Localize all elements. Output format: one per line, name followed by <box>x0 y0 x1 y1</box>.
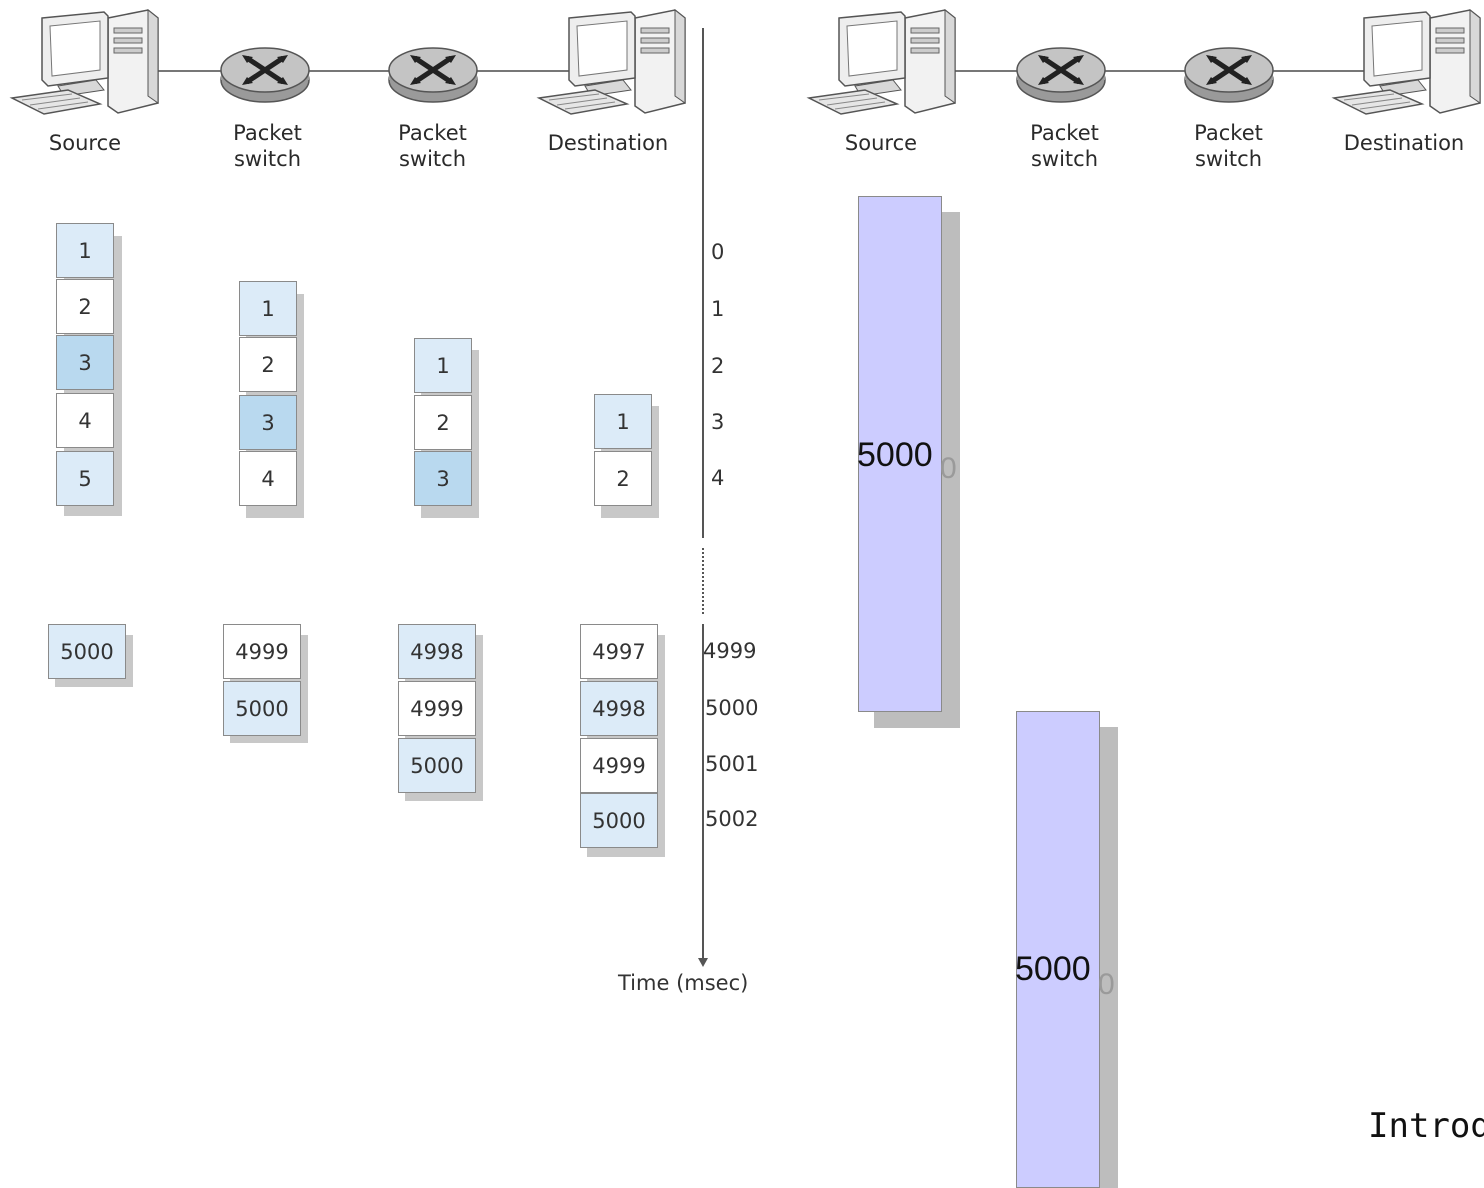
packet: 5000 <box>48 624 126 679</box>
time-tick: 3 <box>711 410 725 434</box>
packet: 4999 <box>580 738 658 793</box>
packet: 4999 <box>398 681 476 736</box>
message-size-label: 5000 <box>1015 950 1091 988</box>
packet: 2 <box>594 451 652 506</box>
packet: 1 <box>594 394 652 449</box>
time-tick: 2 <box>711 354 725 378</box>
time-tick: 4999 <box>703 639 757 663</box>
time-tick: 5000 <box>705 696 759 720</box>
ghost-digit: 0 <box>940 452 957 485</box>
time-tick: 4 <box>711 466 725 490</box>
router-icon <box>388 42 480 106</box>
computer-icon <box>808 9 956 115</box>
packet: 1 <box>56 223 114 278</box>
computer-icon <box>11 9 159 115</box>
time-axis <box>702 28 704 538</box>
time-tick: 0 <box>711 240 725 264</box>
message-block-source <box>858 196 942 712</box>
node-label-destination: Destination <box>1343 131 1465 155</box>
packet: 5 <box>56 451 114 506</box>
packet: 2 <box>414 395 472 450</box>
link-line <box>950 70 1390 72</box>
packet: 4 <box>239 451 297 506</box>
router-icon <box>1184 42 1276 106</box>
packet: 1 <box>414 338 472 393</box>
footer-text: Introd <box>1368 1106 1484 1146</box>
packet: 5000 <box>580 793 658 848</box>
packet: 4997 <box>580 624 658 679</box>
packet: 4998 <box>580 681 658 736</box>
node-label-source: Source <box>48 131 122 155</box>
time-axis-label: Time (msec) <box>618 971 749 995</box>
packet: 1 <box>239 281 297 336</box>
packet: 4998 <box>398 624 476 679</box>
time-tick: 5001 <box>705 752 759 776</box>
packet: 5000 <box>398 738 476 793</box>
packet: 2 <box>239 337 297 392</box>
message-size-label: 5000 <box>857 436 933 474</box>
link-line <box>150 70 610 72</box>
axis-dotted <box>702 548 704 614</box>
packet: 4 <box>56 393 114 448</box>
message-block-switch <box>1016 711 1100 1188</box>
packet: 2 <box>56 279 114 334</box>
packet: 5000 <box>223 681 301 736</box>
time-tick: 5002 <box>705 807 759 831</box>
packet: 4999 <box>223 624 301 679</box>
packet: 3 <box>56 335 114 390</box>
time-axis-lower <box>702 624 704 960</box>
packet: 3 <box>414 451 472 506</box>
router-icon <box>1016 42 1108 106</box>
router-icon <box>220 42 312 106</box>
node-label-destination: Destination <box>547 131 669 155</box>
packet: 3 <box>239 395 297 450</box>
computer-icon <box>1333 9 1481 115</box>
time-tick: 1 <box>711 297 725 321</box>
ghost-digit: 0 <box>1098 968 1115 1001</box>
computer-icon <box>538 9 686 115</box>
axis-arrow <box>698 958 708 967</box>
node-label-source: Source <box>844 131 918 155</box>
